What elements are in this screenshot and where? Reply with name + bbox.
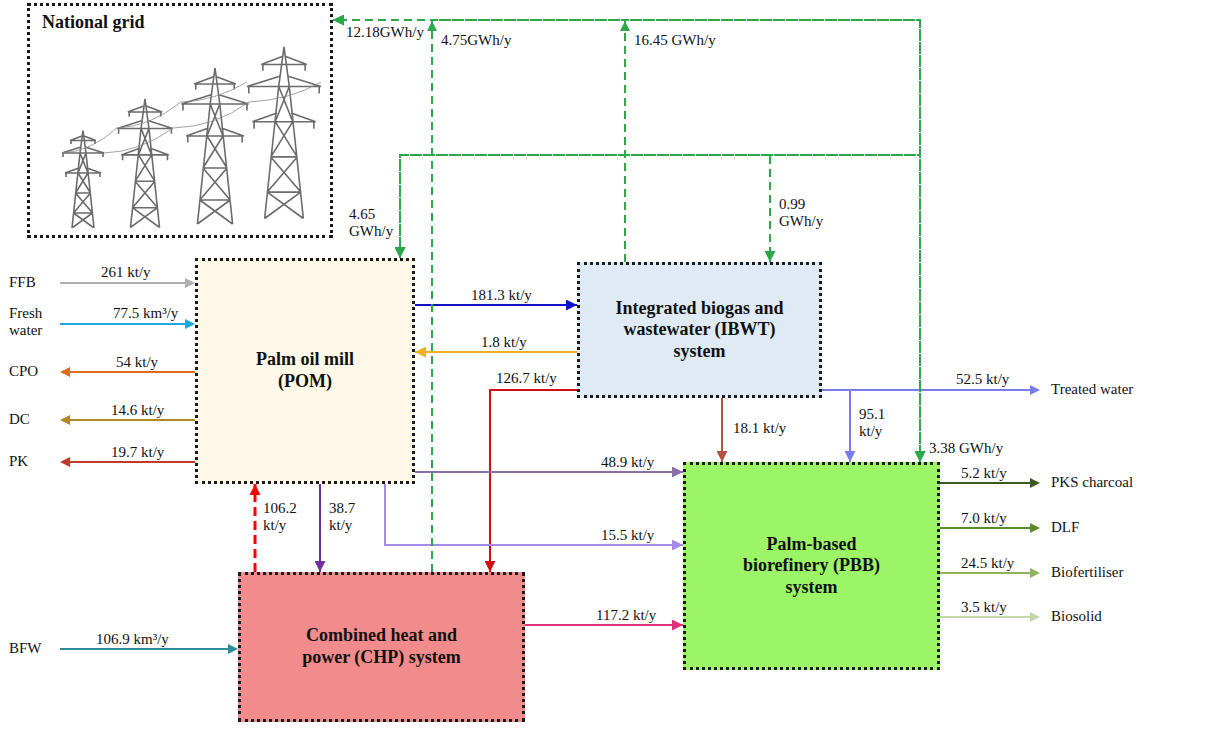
- flow-label: 52.5 kt/y: [955, 371, 1010, 388]
- connector: [415, 471, 683, 473]
- flow-label: DC: [8, 411, 31, 428]
- edge-label: 117.2 kt/y: [595, 607, 657, 624]
- edge-label: 126.7 kt/y: [495, 370, 558, 387]
- flow-label: 77.5 km³/y: [112, 305, 179, 322]
- edge-label: 15.5 kt/y: [600, 527, 655, 544]
- flow-label: 4.75GWh/y: [440, 32, 512, 49]
- flow-label: Fresh water: [8, 305, 60, 340]
- process-box: Palm oil mill (POM): [195, 258, 415, 484]
- connector: [721, 398, 723, 462]
- connector: [319, 484, 321, 572]
- edge-label: 18.1 kt/y: [732, 420, 787, 437]
- flow-label: 3.38 GWh/y: [928, 440, 1004, 457]
- connector: [254, 484, 257, 572]
- box-label: Palm-based biorefinery (PBB) system: [729, 534, 894, 599]
- edge-label: 38.7 kt/y: [328, 500, 364, 535]
- flow-label: 5.2 kt/y: [960, 465, 1008, 482]
- connector: [415, 351, 577, 353]
- connector: [400, 20, 920, 262]
- connector: [525, 624, 683, 626]
- flow-label: 4.65 GWh/y: [348, 206, 394, 241]
- flow-label: 24.5 kt/y: [960, 555, 1015, 572]
- connector: [385, 484, 683, 545]
- edge-label: 106.2 kt/y: [262, 500, 304, 535]
- connector: [822, 390, 850, 462]
- flow-label: FFB: [8, 274, 37, 291]
- flow-label: 7.0 kt/y: [960, 510, 1008, 527]
- box-label: Integrated biogas and wastewater (IBWT) …: [615, 298, 785, 363]
- flow-label: 3.5 kt/y: [960, 599, 1008, 616]
- connector: [415, 304, 577, 306]
- edge-label: 48.9 kt/y: [600, 454, 655, 471]
- flow-label: 19.7 kt/y: [110, 444, 165, 461]
- flow-label: BFW: [8, 640, 43, 657]
- flow-label: Biosolid: [1050, 608, 1103, 625]
- edge-label: 1.8 kt/y: [480, 334, 528, 351]
- box-label: Palm oil mill (POM): [240, 349, 370, 392]
- flow-label: 261 kt/y: [100, 264, 152, 281]
- grid-box: National grid: [27, 3, 333, 238]
- flow-label: 12.18GWh/y: [345, 24, 425, 41]
- box-title: National grid: [42, 12, 145, 34]
- flow-label: 14.6 kt/y: [110, 402, 165, 419]
- pylon-illustration: [62, 47, 321, 228]
- process-box: Combined heat and power (CHP) system: [238, 572, 525, 722]
- connector: [333, 20, 625, 262]
- flow-label: 54 kt/y: [115, 354, 159, 371]
- flow-label: PKS charcoal: [1050, 474, 1134, 491]
- flow-label: 106.9 km³/y: [95, 631, 170, 648]
- edge-label: 95.1 kt/y: [858, 406, 896, 441]
- flow-label: 0.99 GWh/y: [778, 196, 826, 231]
- flow-label: DLF: [1050, 519, 1080, 536]
- edge-label: 181.3 kt/y: [470, 287, 533, 304]
- flow-label: Biofertiliser: [1050, 564, 1124, 581]
- flow-label: CPO: [8, 363, 39, 380]
- flow-label: 16.45 GWh/y: [633, 32, 717, 49]
- box-label: Combined heat and power (CHP) system: [299, 625, 464, 668]
- process-box: Palm-based biorefinery (PBB) system: [683, 462, 940, 670]
- process-box: Integrated biogas and wastewater (IBWT) …: [577, 262, 822, 398]
- flow-label: Treated water: [1050, 381, 1134, 398]
- flow-label: PK: [8, 453, 29, 470]
